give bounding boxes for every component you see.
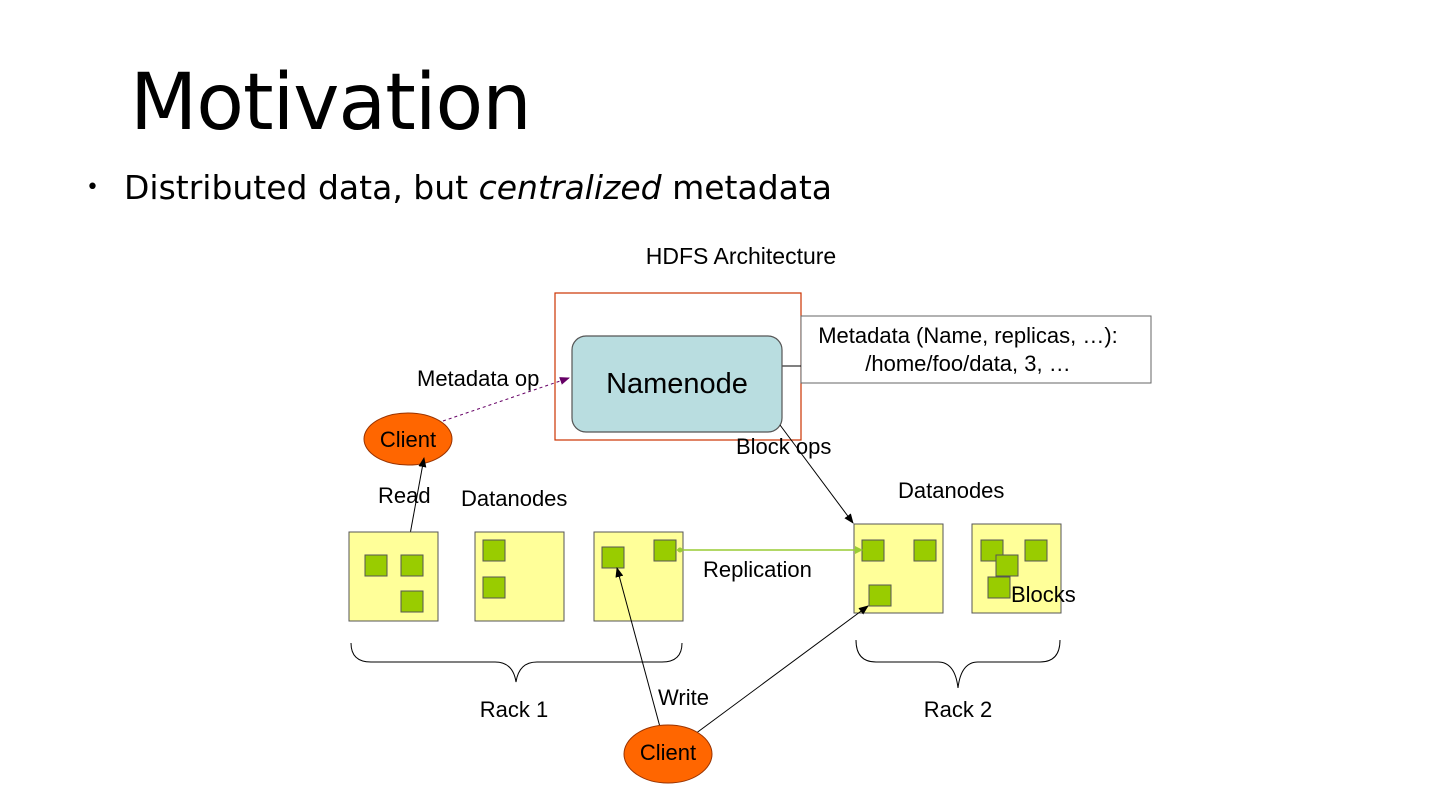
metadata-op-label: Metadata op <box>417 366 539 391</box>
metadata-box <box>800 315 1152 384</box>
bullet-point: • Distributed data, but centralized meta… <box>86 168 832 207</box>
rack2-label: Rack 2 <box>924 697 992 722</box>
block <box>868 584 892 607</box>
block <box>995 554 1019 577</box>
block <box>400 590 424 613</box>
write-label: Write <box>658 685 709 710</box>
blocks-label: Blocks <box>1011 582 1076 607</box>
block <box>400 554 424 577</box>
block <box>861 539 885 562</box>
bullet-text-end: metadata <box>661 168 833 207</box>
diagram-title: HDFS Architecture <box>646 243 836 269</box>
read-arrow <box>408 457 427 541</box>
read-label: Read <box>378 483 431 508</box>
datanodes-right-label: Datanodes <box>898 478 1004 503</box>
namenode-label: Namenode <box>606 368 748 400</box>
block <box>482 539 506 562</box>
client-top-node <box>363 412 453 466</box>
rack1-label: Rack 1 <box>480 697 548 722</box>
block <box>482 576 506 599</box>
datanode-box <box>348 531 439 622</box>
block <box>364 554 388 577</box>
block-ops-label: Block ops <box>736 434 831 459</box>
write-arrow-rack1 <box>615 567 661 728</box>
client-bottom-label: Client <box>640 740 696 765</box>
block <box>913 539 937 562</box>
bullet-emphasis: centralized <box>478 168 662 207</box>
slide-title: Motivation <box>130 58 532 148</box>
block <box>653 539 677 562</box>
datanodes-left-label: Datanodes <box>461 486 567 511</box>
block <box>1024 539 1048 562</box>
rack1-brace <box>350 642 683 683</box>
replication-origin-dot <box>677 547 683 553</box>
replication-label: Replication <box>703 557 812 582</box>
bullet-text: Distributed data, but centralized metada… <box>124 168 832 207</box>
block <box>987 576 1011 599</box>
metadata-line-2: /home/foo/data, 3, … <box>865 351 1070 376</box>
metadata-line-1: Metadata (Name, replicas, …): <box>818 323 1118 348</box>
namenode-node <box>571 335 783 433</box>
write-arrow-rack2 <box>694 605 869 735</box>
block-ops-arrow <box>779 424 854 524</box>
client-top-label: Client <box>380 427 436 452</box>
metadata-op-line <box>442 377 570 422</box>
datanode-box <box>853 523 944 614</box>
bullet-text-start: Distributed data, but <box>124 168 479 207</box>
client-bottom-node <box>623 724 713 784</box>
block <box>601 546 625 569</box>
bullet-icon: • <box>86 175 99 200</box>
rack2-brace <box>855 639 1061 689</box>
